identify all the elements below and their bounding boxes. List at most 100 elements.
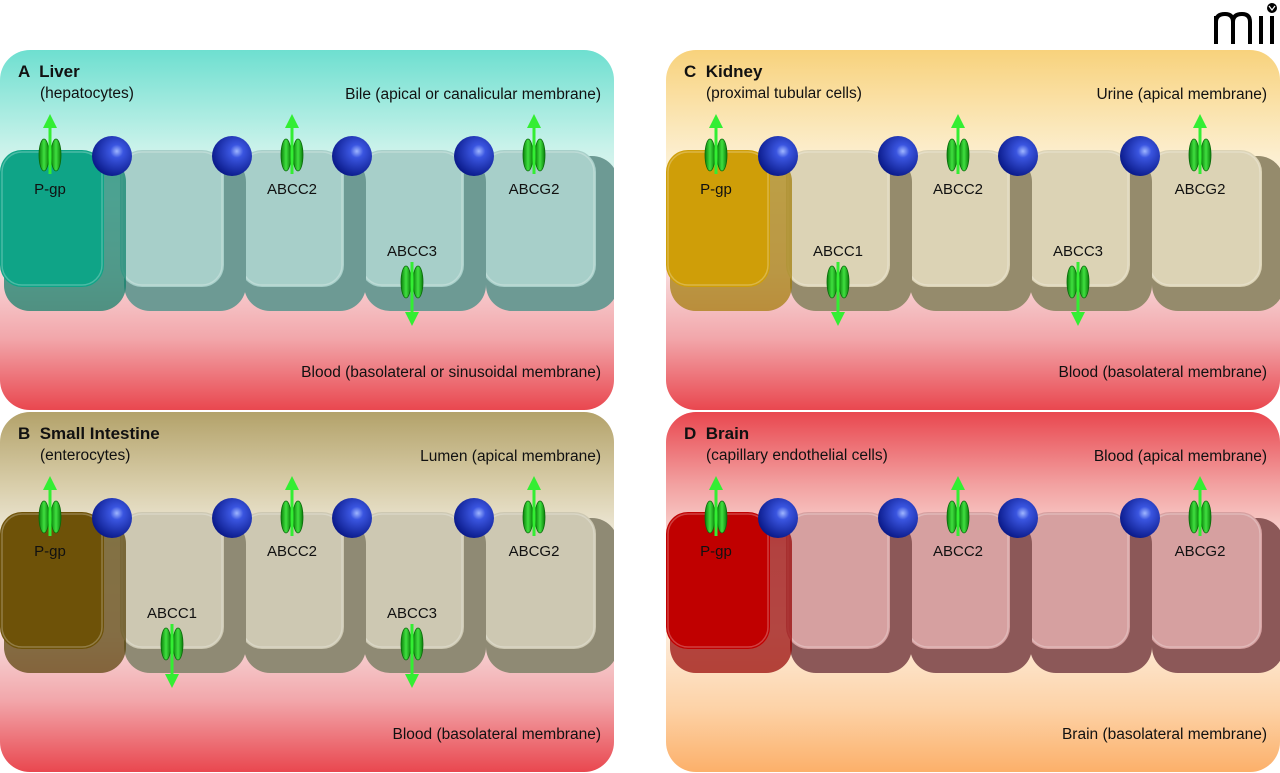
- transporter-abcc2: ABCC2: [933, 114, 983, 198]
- transporter-abcg2: ABCG2: [509, 476, 560, 560]
- transporter-label: ABCC3: [387, 243, 437, 260]
- tight-junction-icon: [332, 136, 372, 176]
- transporter-label: ABCC3: [1053, 243, 1103, 260]
- tight-junction-icon: [212, 498, 252, 538]
- transporter-p-gp: P-gp: [34, 476, 66, 560]
- transporter-p-gp: P-gp: [700, 476, 732, 560]
- transporter-abcc1: ABCC1: [147, 605, 197, 688]
- arrow-down-icon: [405, 262, 419, 326]
- transporter-abcc3: ABCC3: [387, 605, 437, 688]
- arrow-up-icon: [1193, 114, 1207, 174]
- epithelial-cell: [240, 150, 366, 311]
- transporter-abcc2: ABCC2: [933, 476, 983, 560]
- transporter-label: P-gp: [700, 543, 732, 560]
- arrow-down-icon: [165, 624, 179, 688]
- epithelial-cell: [240, 512, 366, 673]
- transporter-label: ABCC1: [147, 605, 197, 622]
- apical-compartment-label: Urine (apical membrane): [1096, 86, 1267, 103]
- transporter-label: P-gp: [34, 543, 66, 560]
- transporter-abcc1: ABCC1: [813, 243, 863, 326]
- epithelial-cell: [786, 512, 912, 673]
- panel-kidney: C Kidney (proximal tubular cells) Urine …: [666, 50, 1280, 410]
- arrow-up-icon: [709, 114, 723, 174]
- tight-junction-icon: [212, 136, 252, 176]
- transporter-p-gp: P-gp: [34, 114, 66, 198]
- transporter-abcg2: ABCG2: [1175, 476, 1226, 560]
- transporter-label: P-gp: [700, 181, 732, 198]
- transporter-label: ABCG2: [1175, 543, 1226, 560]
- panel-title: C Kidney: [684, 62, 763, 81]
- transporter-abcc2: ABCC2: [267, 476, 317, 560]
- panel-title: A Liver: [18, 62, 80, 81]
- panel-title: B Small Intestine: [18, 424, 160, 443]
- epithelial-cell: [1148, 150, 1280, 311]
- epithelial-cell: [120, 512, 246, 673]
- panel-small-intestine: B Small Intestine (enterocytes) Lumen (a…: [0, 412, 614, 772]
- transporter-label: ABCG2: [509, 543, 560, 560]
- cell-type-label: (enterocytes): [40, 447, 131, 464]
- epithelial-cell: [786, 150, 912, 311]
- journal-logo-icon: [1214, 2, 1278, 46]
- epithelial-cell: [906, 150, 1032, 311]
- apical-compartment-label: Blood (apical membrane): [1093, 448, 1267, 465]
- panel-liver: A Liver (hepatocytes) Bile (apical or ca…: [0, 50, 614, 410]
- tight-junction-icon: [92, 136, 132, 176]
- arrow-up-icon: [1193, 476, 1207, 536]
- epithelial-cell: [482, 512, 614, 673]
- arrow-down-icon: [1071, 262, 1085, 326]
- transporter-label: P-gp: [34, 181, 66, 198]
- tight-junction-icon: [92, 498, 132, 538]
- tight-junction-icon: [758, 498, 798, 538]
- epithelial-cell: [360, 150, 486, 311]
- highlighted-cell: [666, 150, 792, 311]
- highlighted-cell: [0, 150, 126, 311]
- arrow-down-icon: [405, 624, 419, 688]
- panel-brain: D Brain (capillary endothelial cells) Bl…: [666, 412, 1280, 772]
- arrow-up-icon: [951, 476, 965, 536]
- cell-type-label: (proximal tubular cells): [706, 85, 862, 102]
- transporter-abcg2: ABCG2: [1175, 114, 1226, 198]
- panel-title: D Brain: [684, 424, 750, 443]
- transporter-label: ABCC2: [267, 181, 317, 198]
- cell-layer: P-gp ABCC2 ABCG2: [666, 476, 1280, 673]
- epithelial-cell: [1026, 150, 1152, 311]
- tight-junction-icon: [758, 136, 798, 176]
- transporter-label: ABCG2: [509, 181, 560, 198]
- transporter-label: ABCC2: [267, 543, 317, 560]
- tight-junction-icon: [998, 498, 1038, 538]
- basolateral-compartment-label: Blood (basolateral or sinusoidal membran…: [301, 364, 601, 381]
- highlighted-cell: [666, 512, 792, 673]
- basolateral-compartment-label: Blood (basolateral membrane): [392, 726, 602, 743]
- tight-junction-icon: [1120, 498, 1160, 538]
- tight-junction-icon: [332, 498, 372, 538]
- epithelial-cell: [360, 512, 486, 673]
- cell-type-label: (capillary endothelial cells): [706, 447, 888, 464]
- tight-junction-icon: [878, 136, 918, 176]
- tight-junction-icon: [998, 136, 1038, 176]
- arrow-up-icon: [527, 114, 541, 174]
- transporter-abcc2: ABCC2: [267, 114, 317, 198]
- tight-junction-icon: [1120, 136, 1160, 176]
- transporter-abcg2: ABCG2: [509, 114, 560, 198]
- arrow-up-icon: [43, 476, 57, 536]
- apical-compartment-label: Lumen (apical membrane): [420, 448, 601, 465]
- highlighted-cell: [0, 512, 126, 673]
- tight-junction-icon: [878, 498, 918, 538]
- arrow-up-icon: [285, 114, 299, 174]
- epithelial-cell: [906, 512, 1032, 673]
- transporter-label: ABCC2: [933, 543, 983, 560]
- transporter-label: ABCC3: [387, 605, 437, 622]
- arrow-up-icon: [709, 476, 723, 536]
- epithelial-cell: [1148, 512, 1280, 673]
- arrow-up-icon: [951, 114, 965, 174]
- tight-junction-icon: [454, 136, 494, 176]
- arrow-up-icon: [285, 476, 299, 536]
- transporter-label: ABCG2: [1175, 181, 1226, 198]
- basolateral-compartment-label: Blood (basolateral membrane): [1058, 364, 1268, 381]
- basolateral-compartment-label: Brain (basolateral membrane): [1061, 726, 1267, 743]
- tight-junction-icon: [454, 498, 494, 538]
- transporter-abcc3: ABCC3: [1053, 243, 1103, 326]
- transporter-abcc3: ABCC3: [387, 243, 437, 326]
